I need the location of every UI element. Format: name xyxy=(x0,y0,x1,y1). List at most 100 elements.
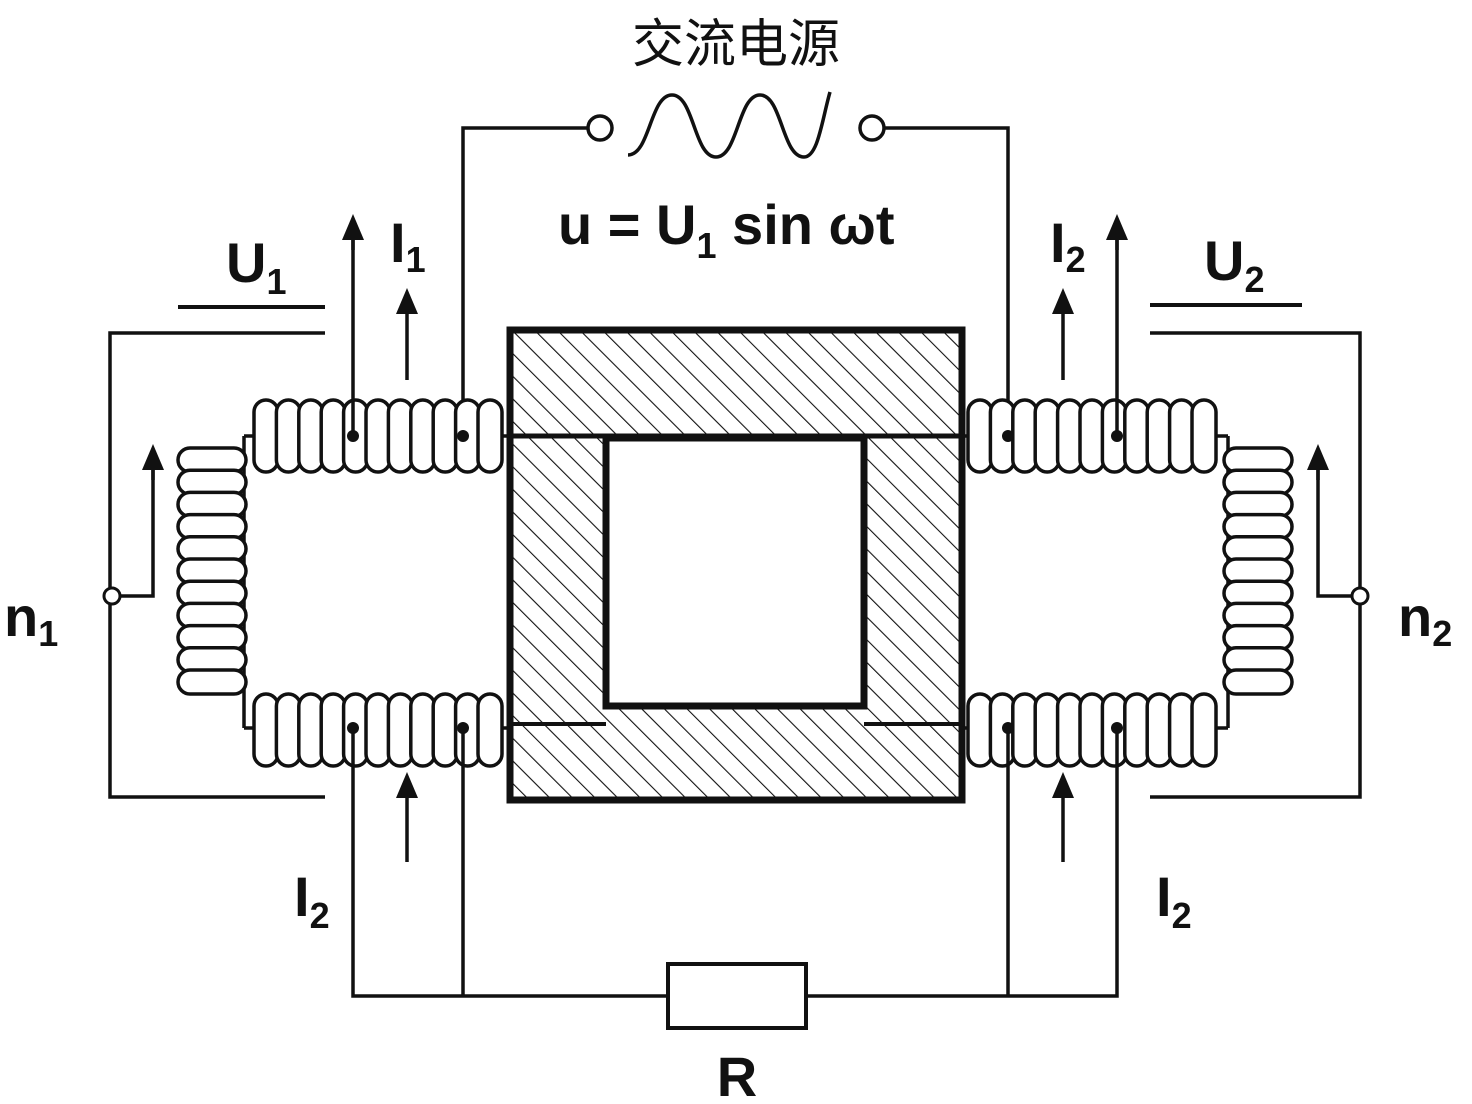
n1-frame-wire xyxy=(108,331,325,799)
coil-turn-bottom-right xyxy=(1011,692,1039,768)
load-wire-right-outer xyxy=(806,728,1119,998)
junction-dot xyxy=(1002,722,1014,734)
coil-turn-bottom-left xyxy=(274,692,303,768)
coil-turn-right xyxy=(1222,668,1294,696)
coil-turn-top-left xyxy=(274,398,303,474)
junction-dot xyxy=(347,722,359,734)
coil-turn-bottom-right xyxy=(1033,692,1061,768)
coil-turn-right xyxy=(1222,646,1294,674)
coil-turn-top-right xyxy=(1033,398,1061,474)
n2-frame-wire xyxy=(1150,331,1362,799)
coil-turn-bottom-left xyxy=(431,692,459,768)
coil-turn-left xyxy=(176,623,248,652)
source-wire-left xyxy=(461,126,588,436)
label-n2: n2 xyxy=(1398,585,1452,654)
resistor xyxy=(666,962,808,1030)
coil-turn-right xyxy=(1222,623,1294,652)
label-i2-bottom-right: I2 xyxy=(1156,865,1192,936)
arrow-up-icon xyxy=(1307,444,1329,480)
load-wire-left-outer xyxy=(351,728,668,998)
arrow-up-icon xyxy=(1052,772,1074,862)
label-n1: n1 xyxy=(4,585,58,654)
coil-turn-bottom-right xyxy=(1145,692,1173,768)
core-window xyxy=(602,434,868,710)
n2-tap-wire xyxy=(1316,470,1352,598)
coil-turn-top-left xyxy=(476,398,504,474)
label-u1: U1 xyxy=(226,231,286,302)
coil-turn-bottom-left xyxy=(297,692,325,768)
coil-turn-right xyxy=(1222,579,1294,607)
coil-turn-bottom-right xyxy=(966,692,994,768)
coil-turn-bottom-left xyxy=(252,692,280,768)
coil-turn-bottom-left xyxy=(409,692,437,768)
coil-turn-left xyxy=(176,535,248,563)
current-arrows xyxy=(142,214,1329,862)
label-r: R xyxy=(717,1045,757,1104)
coil-turn-bottom-right xyxy=(1078,692,1106,768)
arrow-up-icon xyxy=(396,288,418,380)
coil-turn-top-left xyxy=(319,398,347,474)
coil-turn-top-left xyxy=(409,398,437,474)
junction-dot xyxy=(1002,430,1014,442)
junction-dot xyxy=(457,722,469,734)
coil-turn-left xyxy=(176,646,248,674)
coil-turn-left xyxy=(176,557,248,585)
arrow-up-icon xyxy=(1106,214,1128,250)
coil-turn-left xyxy=(176,512,248,541)
coil-turn-top-left xyxy=(252,398,280,474)
ac-source xyxy=(586,91,886,159)
n1-tap-terminal xyxy=(102,586,122,606)
coil-turn-top-right xyxy=(1123,398,1151,474)
label-i2-bottom-left: I2 xyxy=(294,865,330,936)
source-title: 交流电源 xyxy=(632,15,840,75)
coil-turn-bottom-left xyxy=(319,692,347,768)
coil-turn-top-right xyxy=(1055,398,1084,474)
coil-turn-left xyxy=(176,579,248,607)
junction-dots xyxy=(347,430,1123,734)
label-i2-top: I2 xyxy=(1050,211,1086,280)
source-terminal-left xyxy=(586,114,614,142)
coil-turn-right xyxy=(1222,557,1294,585)
label-i1-top: I1 xyxy=(390,211,426,280)
coil-turn-top-right xyxy=(966,398,994,474)
arrow-up-icon xyxy=(342,214,364,250)
coil-turn-right xyxy=(1222,601,1294,630)
transformer-core xyxy=(506,326,966,804)
coil-turn-right xyxy=(1222,535,1294,563)
coil-turn-top-left xyxy=(297,398,325,474)
source-wire-right xyxy=(884,126,1010,436)
coil-turn-bottom-left xyxy=(476,692,504,768)
coil-turn-right xyxy=(1222,468,1294,496)
coil-turn-left xyxy=(176,668,248,696)
coil-turn-top-right xyxy=(1078,398,1106,474)
coil-turn-left xyxy=(176,601,248,630)
coil-turn-right xyxy=(1222,512,1294,541)
coil-turn-top-left xyxy=(364,398,392,474)
coil-turn-top-right xyxy=(1190,398,1218,474)
arrow-up-icon xyxy=(142,444,164,480)
coil-turn-bottom-right xyxy=(1055,692,1084,768)
coil-turn-top-right xyxy=(1167,398,1196,474)
sine-wave-icon xyxy=(627,91,832,159)
source-equation: u = U1 sin ωt xyxy=(558,193,894,266)
junction-dot xyxy=(457,430,469,442)
coil-turn-right xyxy=(1222,446,1294,474)
junction-dot xyxy=(1111,722,1123,734)
coil-turn-bottom-right xyxy=(1167,692,1196,768)
junction-dot xyxy=(1111,430,1123,442)
coil-turn-left xyxy=(176,446,248,474)
label-u2: U2 xyxy=(1204,229,1264,300)
arrow-up-icon xyxy=(396,772,418,862)
coil-turn-bottom-right xyxy=(1190,692,1218,768)
coil-turn-left xyxy=(176,490,248,519)
coil-turn-top-right xyxy=(1011,398,1039,474)
coil-turn-right xyxy=(1222,490,1294,519)
coil-turn-left xyxy=(176,468,248,496)
coil-turn-top-right xyxy=(1145,398,1173,474)
n2-tap-terminal xyxy=(1350,586,1370,606)
coil-turn-top-left xyxy=(431,398,459,474)
n1-tap-wire xyxy=(120,470,155,598)
coil-turn-bottom-right xyxy=(1123,692,1151,768)
